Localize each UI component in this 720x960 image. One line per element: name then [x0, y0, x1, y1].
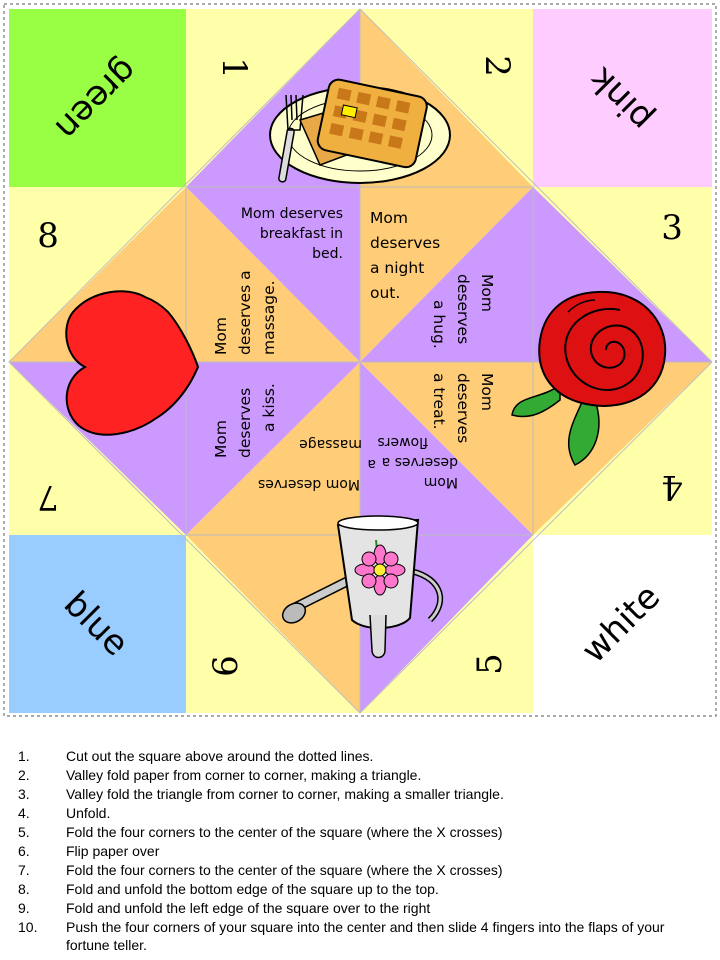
number-7: 7	[37, 477, 59, 517]
instruction-number: 4.	[18, 805, 30, 821]
message-line: massage.	[260, 280, 278, 355]
panel-bottom-right	[360, 362, 533, 713]
message-line: Mom	[424, 474, 458, 490]
watering-can-icon	[281, 515, 444, 659]
number-1: 1	[214, 57, 254, 79]
message-line: a kiss.	[260, 383, 278, 432]
instruction-item: 8. Fold and unfold the bottom edge of the…	[18, 880, 708, 899]
corner-green	[9, 9, 186, 187]
message-massage: Mom deserves a massage.	[212, 270, 278, 355]
number-8: 8	[37, 216, 59, 256]
instruction-text: Flip paper over	[66, 843, 160, 859]
instruction-text: Fold and unfold the bottom edge of the s…	[66, 881, 439, 897]
number-6: 6	[206, 655, 246, 677]
instruction-number: 5.	[18, 824, 30, 840]
message-line: deserves	[236, 388, 254, 458]
message-line: breakfast in	[260, 226, 343, 242]
instruction-item: 4. Unfold.	[18, 804, 708, 823]
message-hug: Mom deserves a hug.	[430, 274, 496, 349]
message-line: flowers	[378, 434, 429, 450]
waffle-icon	[269, 78, 451, 184]
message-line: bed.	[312, 246, 343, 262]
message-flowers: Mom deserves a flowers	[378, 434, 459, 490]
message-line: Mom	[478, 274, 496, 312]
message-line: out.	[370, 284, 400, 302]
message-line: a treat.	[430, 373, 448, 430]
message-line: Mom deserves	[241, 206, 343, 222]
panel-right-bottom	[360, 362, 712, 535]
instruction-number: 7.	[18, 862, 30, 878]
instruction-item: 3. Valley fold the triangle from corner t…	[18, 785, 708, 804]
number-3: 3	[661, 208, 683, 248]
message-line: deserves a	[382, 454, 458, 470]
instruction-item: 1. Cut out the square above around the do…	[18, 747, 708, 766]
message-line: deserves	[370, 234, 440, 252]
corner-pink	[533, 9, 712, 187]
instruction-number: 9.	[18, 900, 30, 916]
instruction-item: 5. Fold the four corners to the center of…	[18, 823, 708, 842]
message-massage-inner: Mom deserves a massage	[258, 436, 376, 492]
rose-icon	[511, 290, 667, 466]
message-line: deserves	[454, 373, 472, 443]
instruction-text: Cut out the square above around the dott…	[66, 748, 374, 764]
instruction-number: 8.	[18, 881, 30, 897]
message-line: Mom	[212, 420, 230, 458]
instruction-text: Valley fold the triangle from corner to …	[66, 786, 504, 802]
message-line: massage	[299, 436, 362, 452]
cut-border	[3, 3, 717, 717]
message-line: deserves	[454, 274, 472, 344]
message-kiss: Mom deserves a kiss.	[212, 383, 278, 458]
instruction-number: 3.	[18, 786, 30, 802]
message-line: Mom	[212, 317, 230, 355]
message-line: a	[367, 456, 376, 472]
number-4: 4	[661, 467, 683, 507]
instruction-number: 2.	[18, 767, 30, 783]
message-treat: Mom deserves a treat.	[430, 373, 496, 443]
instruction-item: 7. Fold the four corners to the center of…	[18, 861, 708, 880]
instruction-item: 9. Fold and unfold the left edge of the s…	[18, 899, 708, 918]
message-night-out: Mom deserves a night out.	[370, 209, 440, 302]
number-2: 2	[477, 55, 517, 77]
corner-white	[533, 535, 712, 713]
instruction-text: Valley fold paper from corner to corner,…	[66, 767, 422, 783]
instruction-text: Fold the four corners to the center of t…	[66, 824, 503, 840]
instruction-text: Unfold.	[66, 805, 111, 821]
message-line: Mom	[370, 209, 408, 227]
message-line: a night	[370, 259, 424, 277]
message-line: Mom	[478, 373, 496, 411]
instruction-text: Push the four corners of your square int…	[66, 919, 665, 953]
message-line: Mom deserves	[258, 476, 360, 492]
heart-icon	[65, 290, 200, 436]
panel-bottom-left	[186, 362, 360, 713]
instruction-item: 2. Valley fold paper from corner to corne…	[18, 766, 708, 785]
instruction-text: Fold the four corners to the center of t…	[66, 862, 503, 878]
message-breakfast: Mom deserves breakfast in bed.	[241, 206, 343, 262]
corner-blue	[9, 535, 186, 713]
number-5: 5	[470, 653, 510, 675]
instruction-number: 10.	[18, 919, 38, 935]
instruction-item: 10. Push the four corners of your square …	[18, 918, 708, 954]
instructions-list: 1. Cut out the square above around the do…	[18, 747, 708, 954]
instruction-item: 6. Flip paper over	[18, 842, 708, 861]
instruction-number: 6.	[18, 843, 30, 859]
message-line: deserves a	[236, 270, 254, 355]
fortune-teller-sheet: green pink blue white 1 2 3 4 5 6 7 8	[3, 3, 717, 717]
message-line: a hug.	[430, 300, 448, 349]
instruction-number: 1.	[18, 748, 30, 764]
instruction-text: Fold and unfold the left edge of the squ…	[66, 900, 431, 916]
